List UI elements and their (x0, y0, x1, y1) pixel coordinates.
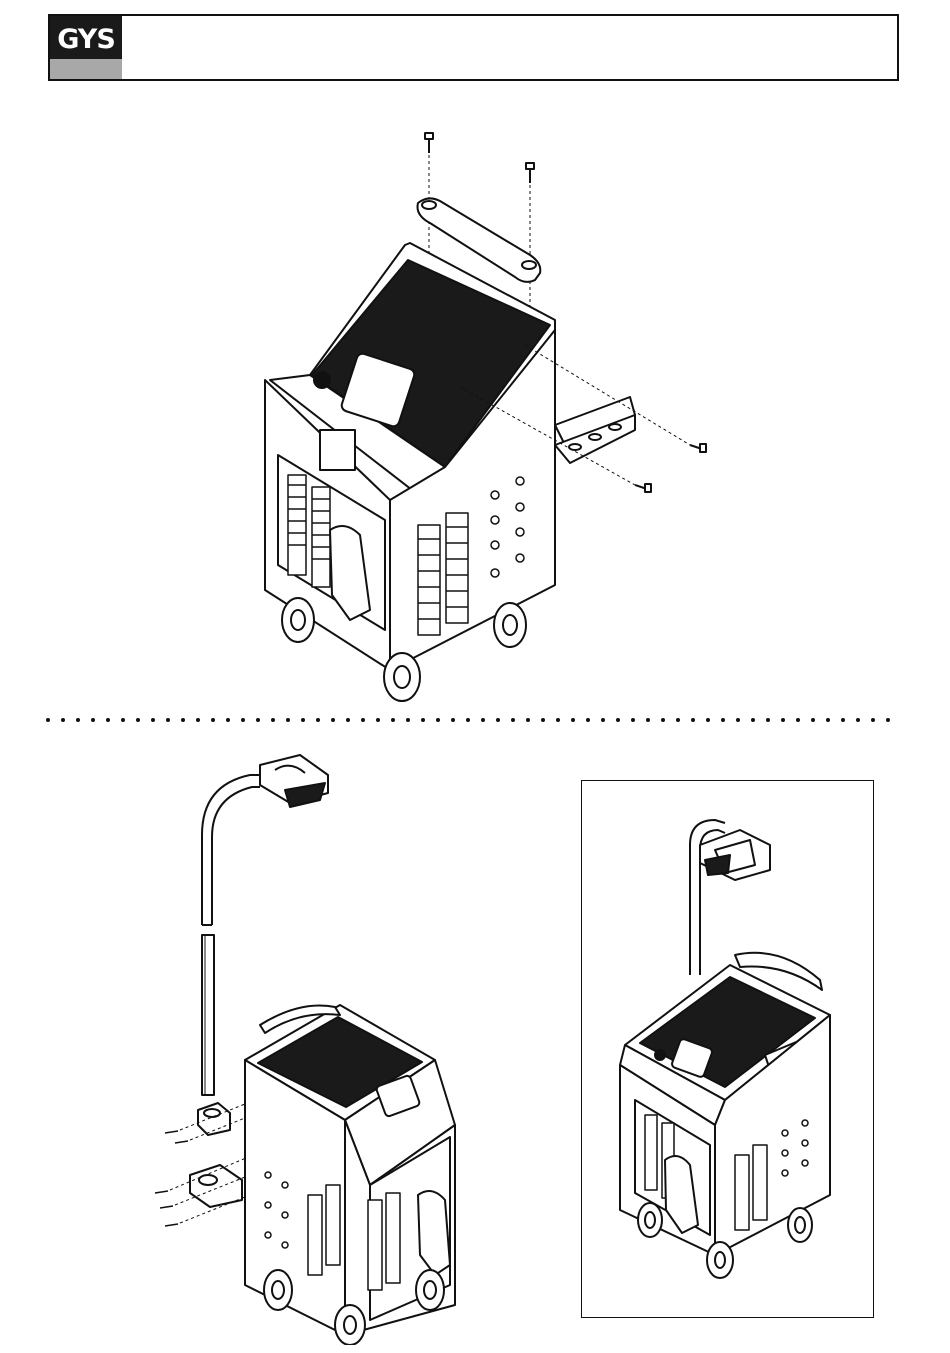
wheel-icon (384, 653, 420, 701)
wheel-icon (335, 1305, 365, 1345)
wheel-icon (788, 1208, 812, 1242)
wheel-icon (264, 1270, 292, 1310)
screw-icon (690, 444, 706, 452)
page-header: GYS (48, 14, 899, 81)
wheel-icon (707, 1242, 733, 1278)
logo-text: GYS (50, 24, 122, 55)
wheel-icon (638, 1203, 662, 1237)
cable-tray-icon (555, 397, 635, 463)
screw-icon (425, 133, 433, 153)
screw-icon (526, 163, 534, 183)
section-divider (44, 716, 906, 724)
torch-holder-figure (150, 745, 470, 1345)
holder-bracket-icon (190, 1165, 242, 1207)
wheel-icon (416, 1270, 444, 1310)
brand-logo: GYS (50, 16, 122, 79)
handle-and-tray-figure (250, 125, 720, 705)
screw-icon (635, 484, 651, 492)
torch-cradle-icon (260, 755, 328, 807)
wheel-icon (282, 598, 314, 642)
logo-band (50, 59, 122, 79)
assembled-result-figure (600, 815, 860, 1295)
torch-cradle-icon (700, 830, 770, 880)
wheel-icon (494, 603, 526, 647)
